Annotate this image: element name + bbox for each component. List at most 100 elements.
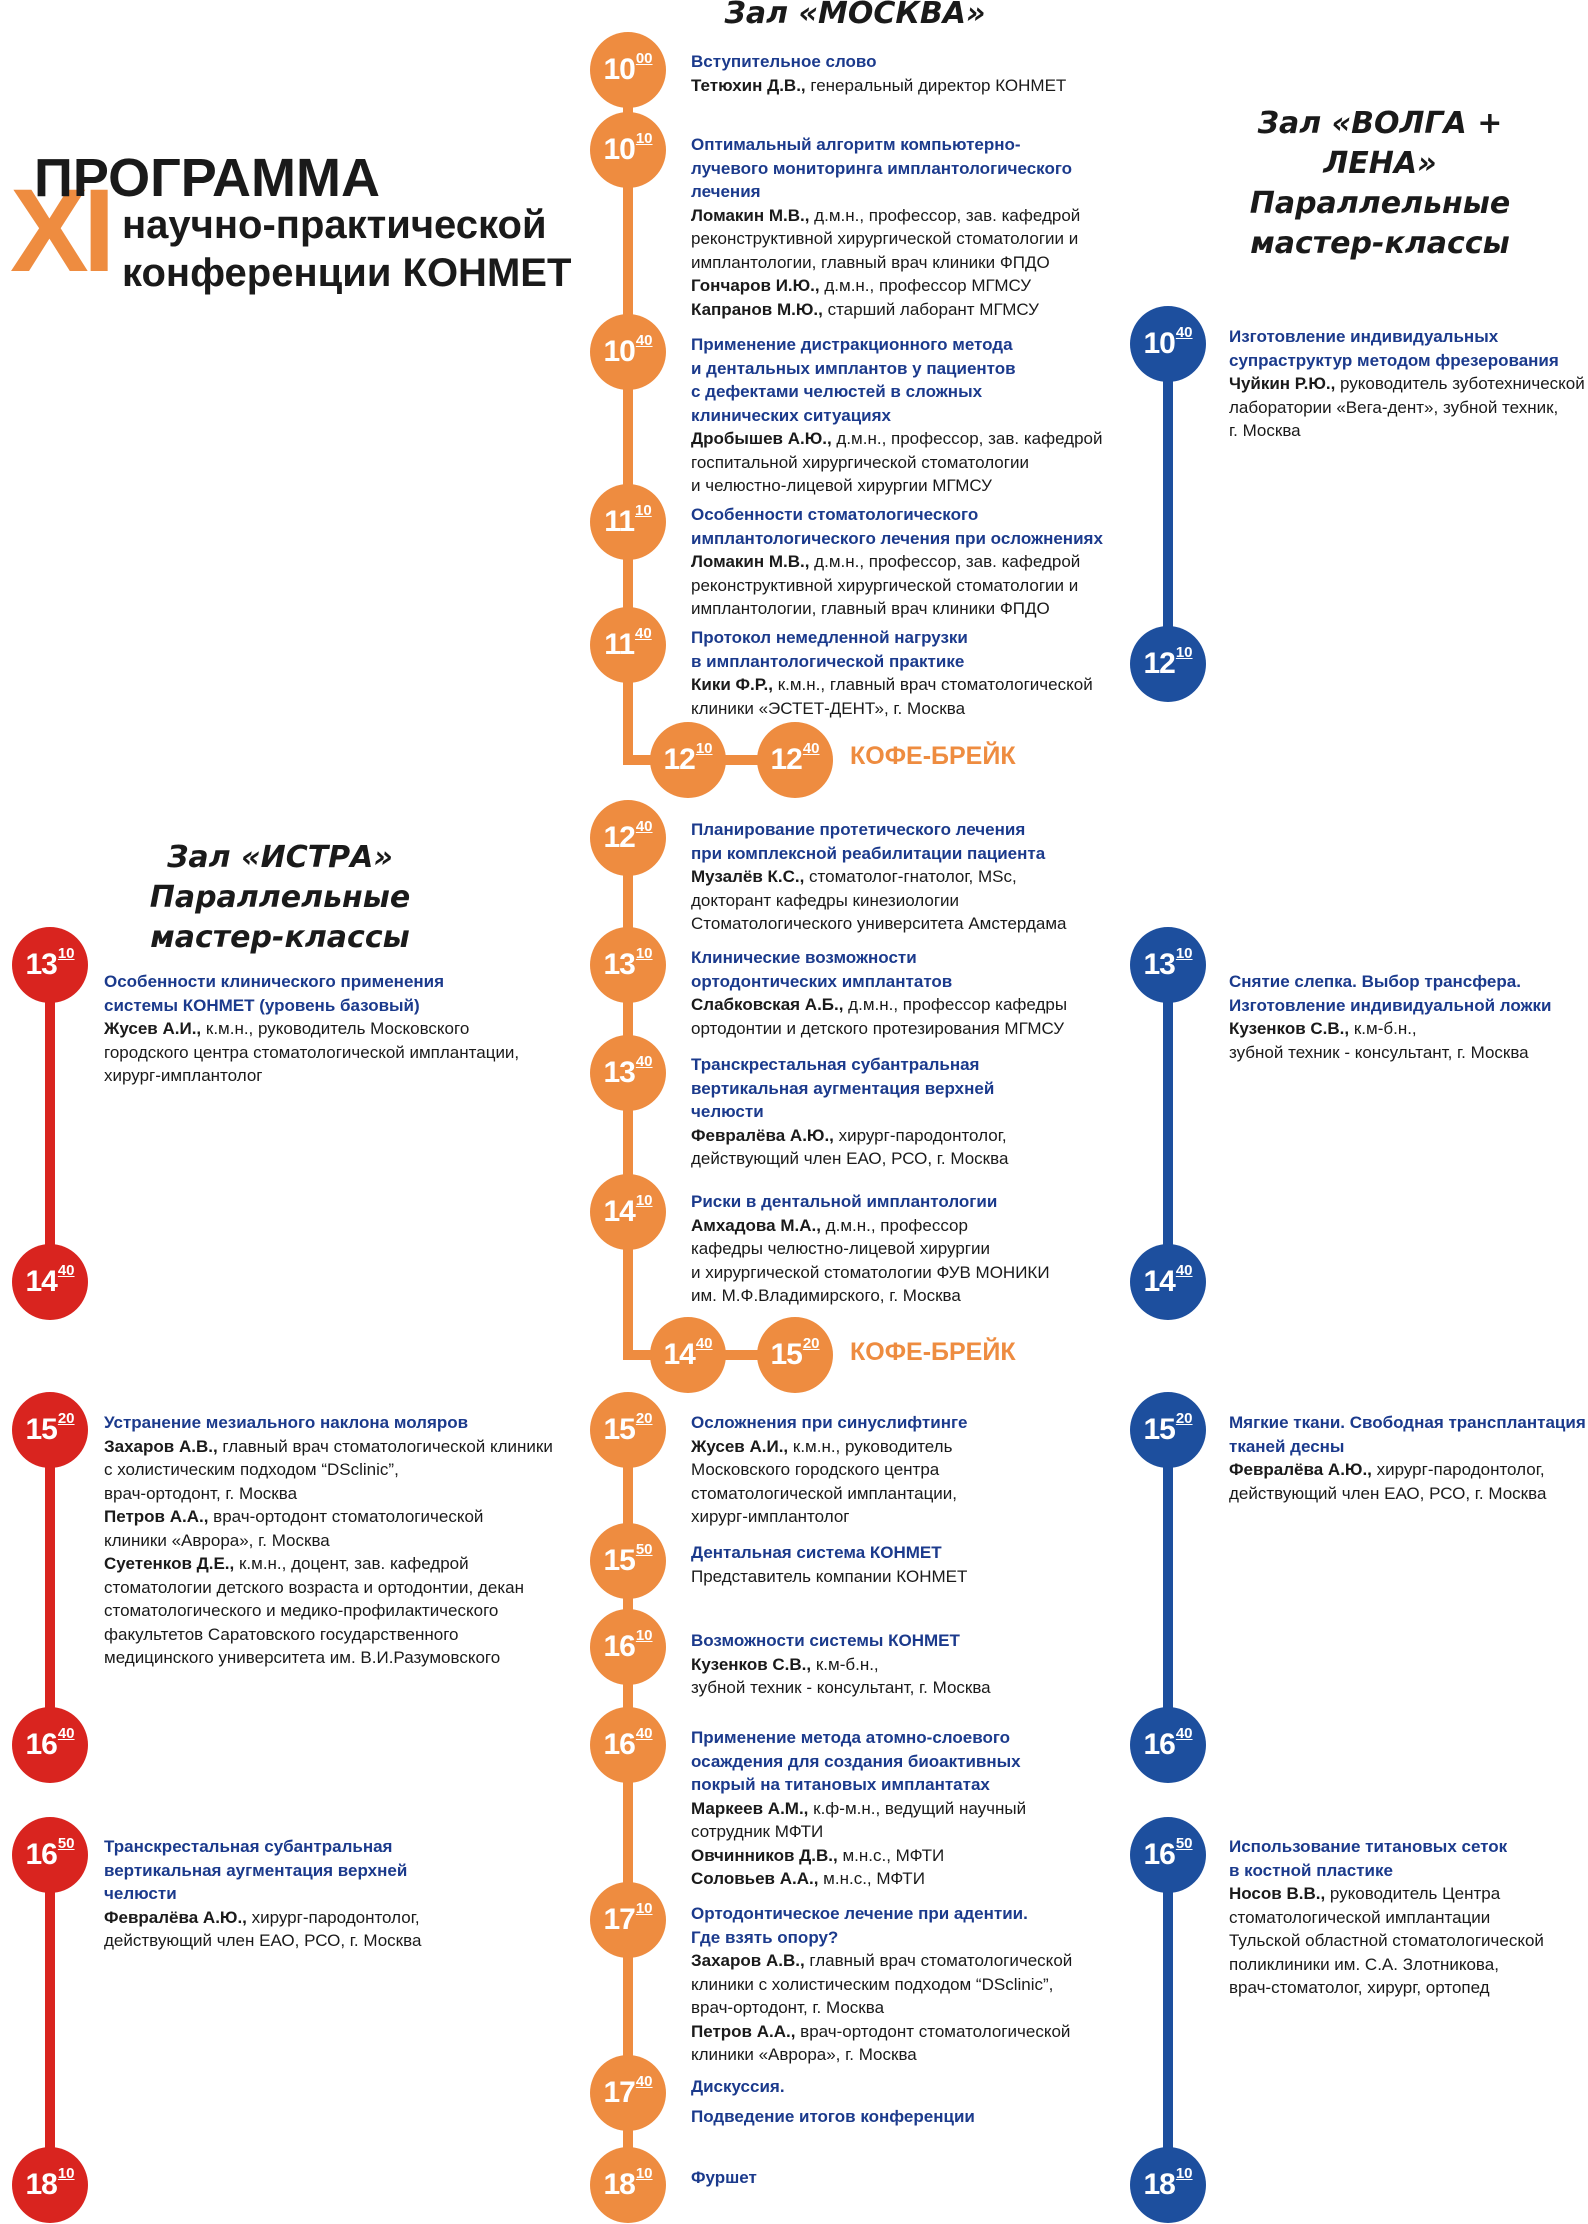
time-minutes: 20 — [1175, 1409, 1193, 1427]
speaker-name: Февралёва А.Ю., — [691, 1125, 834, 1145]
time-minutes: 10 — [635, 944, 653, 962]
talk-title-line: осаждения для создания биоактивных — [691, 1751, 1021, 1771]
hall-volga-sub2: мастер-классы — [1250, 226, 1510, 261]
time-minutes: 50 — [635, 1540, 653, 1558]
time-hours: 18 — [603, 2168, 635, 2201]
speaker-details: клиники с холистическим подходом “DSclin… — [691, 1974, 1054, 1994]
talk-title-line: системы КОНМЕТ (уровень базовый) — [104, 995, 420, 1015]
talk-title-line: Особенности стоматологического — [691, 505, 979, 524]
speaker-details: к.м-б.н., — [1349, 1019, 1417, 1038]
speaker-name: Носов В.В., — [1229, 1884, 1326, 1903]
talk-speaker-line: хирург-имплантолог — [691, 1505, 968, 1529]
talk-m16: Фуршет — [691, 2166, 757, 2190]
speaker-details: городского центра стоматологической импл… — [104, 1042, 520, 1062]
speaker-details: Представитель компании КОНМЕТ — [691, 1566, 968, 1586]
speaker-details: действующий член ЕАО, РСО, г. Москва — [1229, 1483, 1547, 1503]
talk-title-line: Риски в дентальной имплантологии — [691, 1192, 998, 1211]
talk-speaker-line: Захаров А.В., главный врач стоматологиче… — [691, 1949, 1072, 1973]
speaker-details: руководитель Центра — [1325, 1884, 1501, 1903]
talk-title-line: при комплексной реабилитации пациента — [691, 843, 1046, 863]
talk-speaker-line: Февралёва А.Ю., хирург-пародонтолог, — [104, 1906, 421, 1930]
time-hours: 10 — [603, 335, 635, 368]
talk-title-line: Планирование протетического лечения — [691, 820, 1026, 839]
talk-speaker-line: докторант кафедры кинезиологии — [691, 889, 1066, 913]
time-hours: 15 — [25, 1413, 57, 1446]
talk-title-line: в имплантологической практике — [691, 651, 965, 671]
speaker-details: врач-ортодонт стоматологической — [208, 1507, 484, 1526]
talk-title-line: в костной пластике — [1229, 1860, 1393, 1880]
time-minutes: 40 — [635, 1052, 653, 1070]
talk-title-line: ортодонтических имплантатов — [691, 971, 953, 991]
talk-speaker-line: Ломакин М.В., д.м.н., профессор, зав. ка… — [691, 204, 1080, 228]
speaker-details: д.м.н., профессор, зав. кафедрой — [809, 552, 1081, 571]
talk-speaker-line: Февралёва А.Ю., хирург-пародонтолог, — [1229, 1458, 1586, 1482]
speaker-details: врач-ортодонт, г. Москва — [104, 1483, 298, 1503]
speaker-details: к.м.н., руководитель Московского — [201, 1019, 470, 1038]
time-minutes: 40 — [1175, 323, 1193, 341]
time-hours: 16 — [25, 1728, 57, 1761]
time-hours: 14 — [603, 1195, 635, 1228]
talk-speaker-line: имплантологии, главный врач клиники ФПДО — [691, 597, 1103, 621]
time-hours: 14 — [663, 1338, 695, 1371]
time-minutes: 20 — [57, 1409, 75, 1427]
speaker-name: Кузенков С.В., — [691, 1654, 812, 1674]
time-minutes: 40 — [57, 1261, 75, 1279]
hall-moscow-name: Зал «МОСКВА» — [724, 0, 986, 31]
talk-title-line: Устранение мезиального наклона моляров — [104, 1413, 469, 1432]
talk-speaker-line: Петров А.А., врач-ортодонт стоматологиче… — [691, 2020, 1072, 2044]
talk-speaker-line: и челюстно-лицевой хирургии МГМСУ — [691, 474, 1103, 498]
time-hours: 15 — [603, 1544, 635, 1577]
talk-speaker-line: Амхадова М.А., д.м.н., профессор — [691, 1214, 1050, 1238]
speaker-details: д.м.н., профессор кафедры — [843, 995, 1068, 1014]
talk-speaker-line: кафедры челюстно-лицевой хирургии — [691, 1237, 1050, 1261]
speaker-details: хирург-пародонтолог, — [246, 1907, 420, 1927]
speaker-details: к.ф-м.н., ведущий научный — [808, 1798, 1027, 1818]
time-minutes: 50 — [1175, 1834, 1193, 1852]
hall-moscow-header: Зал «МОСКВА» — [700, 0, 1010, 34]
talk-title-line: лечения — [691, 182, 761, 201]
talk-title-line: Особенности клинического применения — [104, 972, 445, 991]
speaker-details: зубной техник - консультант, г. Москва — [1229, 1042, 1529, 1062]
talk-title-line: имплантологического лечения при осложнен… — [691, 528, 1103, 548]
time-hours: 15 — [770, 1338, 802, 1371]
time-hours: 10 — [603, 53, 635, 86]
talk-speaker-line: Ломакин М.В., д.м.н., профессор, зав. ка… — [691, 550, 1103, 574]
hall-istra-sub1: Параллельные — [149, 880, 411, 915]
talk-speaker-line: хирург-имплантолог — [104, 1064, 519, 1088]
speaker-details: м.н.с., МФТИ — [818, 1869, 925, 1888]
hall-volga-name: Зал «ВОЛГА + ЛЕНА» — [1257, 106, 1503, 181]
time-minutes: 50 — [57, 1834, 75, 1852]
talk-title-line: Подведение итогов конференции — [691, 2106, 975, 2126]
time-minutes: 10 — [57, 944, 75, 962]
speaker-details: стоматолог-гнатолог, MSc, — [804, 867, 1017, 886]
speaker-details: Тульской областной стоматологической — [1229, 1931, 1544, 1950]
talk-speaker-line: Слабковская А.Б., д.м.н., профессор кафе… — [691, 993, 1067, 1017]
talk-speaker-line: стоматологии детского возраста и ортодон… — [104, 1576, 553, 1600]
time-minutes: 10 — [635, 1899, 653, 1917]
time-hours: 13 — [1143, 948, 1175, 981]
speaker-details: Московского городского центра — [691, 1460, 940, 1479]
time-minutes: 40 — [635, 2072, 653, 2090]
time-minutes: 10 — [1175, 643, 1193, 661]
talk-speaker-line: Овчинников Д.В., м.н.с., МФТИ — [691, 1844, 1026, 1868]
speaker-details: клиники «Аврора», г. Москва — [104, 1530, 330, 1550]
talk-speaker-line: зубной техник - консультант, г. Москва — [691, 1676, 991, 1700]
time-minutes: 10 — [695, 739, 713, 757]
talk-title-line: Мягкие ткани. Свободная трансплантация — [1229, 1413, 1586, 1432]
time-hours: 16 — [25, 1838, 57, 1871]
time-hours: 12 — [1143, 647, 1175, 680]
talk-speaker-line: лаборатории «Вега-дент», зубной техник, — [1229, 396, 1585, 420]
talk-title-line: Изготовление индивидуальной ложки — [1229, 995, 1552, 1015]
